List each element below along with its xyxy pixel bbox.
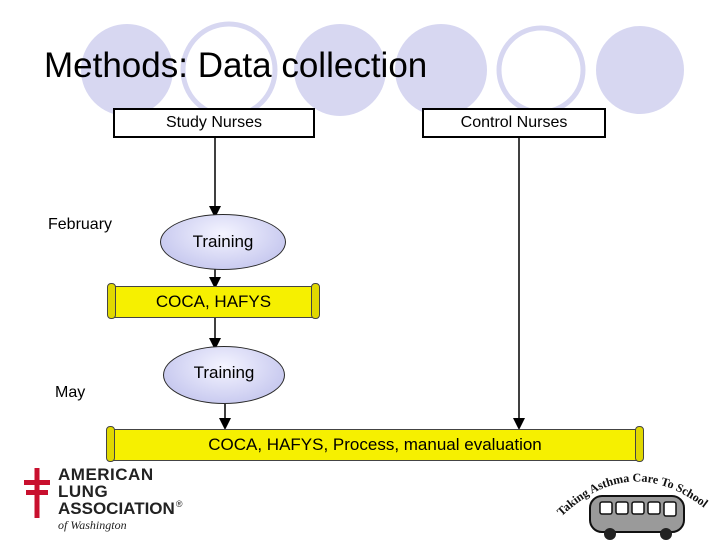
ala-line-association: ASSOCIATION xyxy=(58,499,175,518)
study-nurses-label: Study Nurses xyxy=(165,114,263,131)
control-nurses-box: Control Nurses xyxy=(422,108,606,138)
study-nurses-box: Study Nurses xyxy=(113,108,315,138)
ala-registered-mark: ® xyxy=(175,499,183,509)
scroll-curl-right xyxy=(635,426,644,462)
coca-hafys-label: COCA, HAFYS xyxy=(155,292,272,311)
decor-circle xyxy=(81,24,173,116)
training-label: Training xyxy=(193,363,255,382)
school-bus-logo: Taking Asthma Care To School xyxy=(554,470,711,540)
decor-circle xyxy=(395,24,487,116)
decor-circle xyxy=(294,24,386,116)
bus-icon xyxy=(589,495,685,540)
scroll-curl-left xyxy=(106,426,115,462)
ala-line-lung: LUNG xyxy=(58,482,109,501)
training-node: Training xyxy=(163,346,285,404)
scroll-curl-right xyxy=(311,283,320,319)
decor-circle xyxy=(596,26,684,114)
training-label: Training xyxy=(192,232,254,251)
ala-association-row: ASSOCIATION® xyxy=(58,500,208,518)
training-node: Training xyxy=(160,214,286,270)
ala-line-washington: of Washington xyxy=(58,518,127,532)
ala-cross-icon xyxy=(24,468,50,518)
coca-hafys-scroll: COCA, HAFYS xyxy=(107,283,320,319)
control-nurses-label: Control Nurses xyxy=(460,114,568,131)
ala-logo-text: AMERICAN LUNG ASSOCIATION® of Washington xyxy=(58,466,208,531)
page-title: Methods: Data collection xyxy=(44,46,428,85)
final-evaluation-label: COCA, HAFYS, Process, manual evaluation xyxy=(208,435,542,454)
ala-line-american: AMERICAN xyxy=(58,465,154,484)
timeline-label-february: February xyxy=(48,216,113,233)
scroll-curl-left xyxy=(107,283,116,319)
timeline-label-may: May xyxy=(55,384,86,401)
final-evaluation-scroll: COCA, HAFYS, Process, manual evaluation xyxy=(106,426,644,462)
